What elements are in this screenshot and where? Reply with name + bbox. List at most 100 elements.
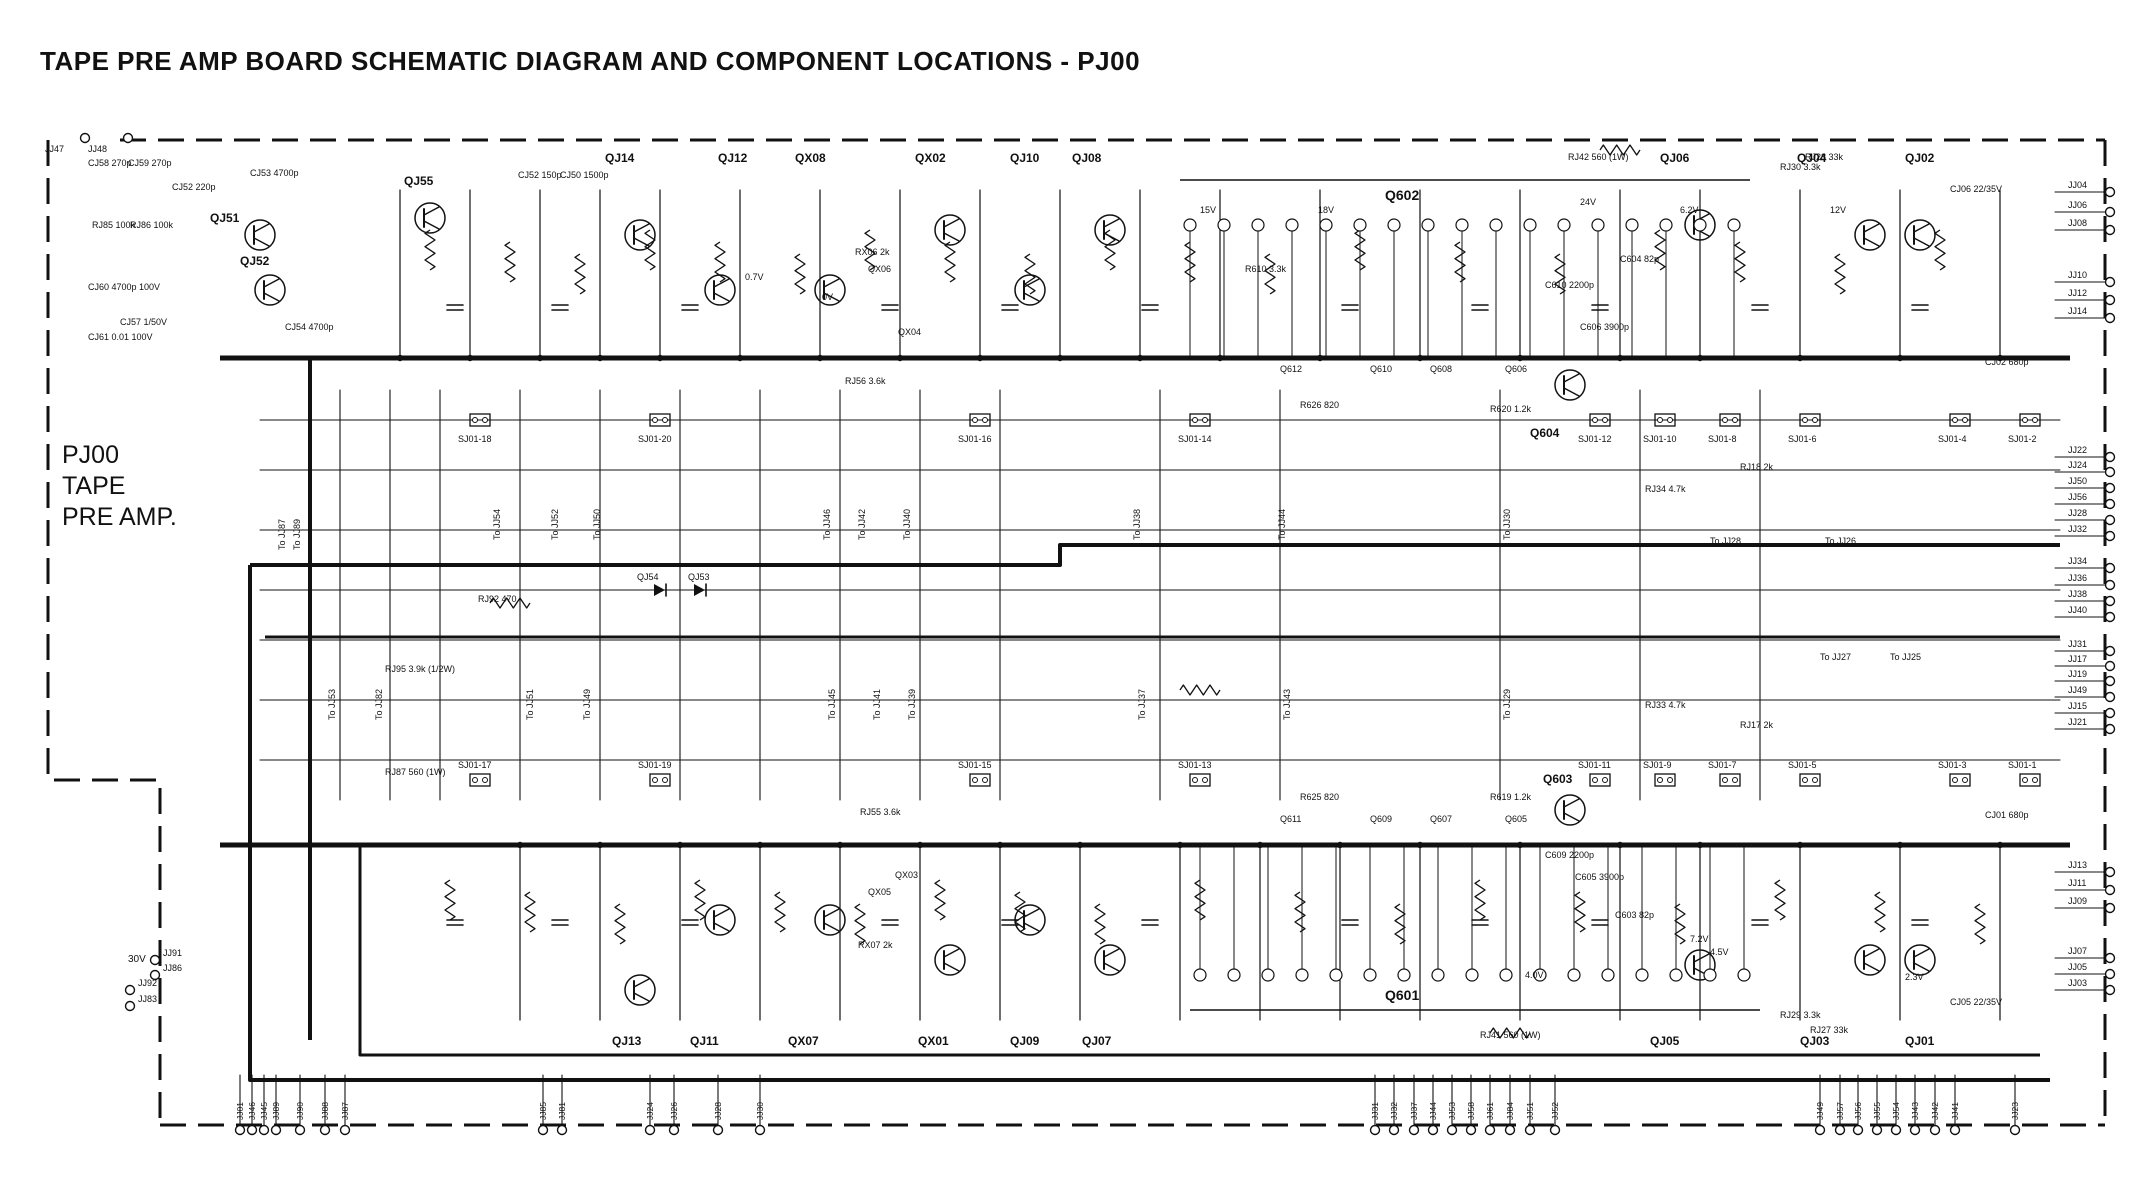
resistor-label-1: RJ41 560 (1W) (1480, 1030, 1541, 1040)
resistor-label-3: RJ95 3.9k (1/2W) (385, 664, 455, 674)
transistor-top-7 (1014, 274, 1046, 306)
junction-top-11 (1216, 354, 1224, 362)
page-title: TAPE PRE AMP BOARD SCHEMATIC DIAGRAM AND… (40, 46, 1141, 76)
switch-sj01-18 (472, 417, 478, 423)
connector-bottom-10 (668, 1124, 680, 1136)
connector-bottom-5 (319, 1124, 331, 1136)
transistor-bot-8 (1913, 962, 1930, 972)
connector-bottom-label-19: JJ61 (1485, 1102, 1495, 1120)
transistor-bot-3 (943, 962, 960, 972)
switch-label-9: SJ01-2 (2008, 434, 2037, 444)
connector-bottom-28 (1909, 1124, 1921, 1136)
resistor-top-2 (574, 253, 586, 295)
connector-bottom-label-12: JJ30 (755, 1102, 765, 1120)
resistor-top-8 (1024, 253, 1036, 295)
connector-bottom-23 (1814, 1124, 1826, 1136)
connector-right-label-11: JJ32 (2068, 524, 2087, 534)
switch-sj01-1 (2022, 777, 2028, 783)
switch-sj01-9 (1667, 777, 1673, 783)
connector-bottom-label-8: JJ81 (557, 1102, 567, 1120)
ic-q602-pin-5 (1353, 218, 1367, 232)
ic-q601-pin-15 (1703, 968, 1717, 982)
switch-sj01-12 (1589, 413, 1611, 427)
voltage-label-6: 4.0V (1525, 970, 1544, 980)
capacitor-label-9: CJ52 150p (518, 170, 562, 180)
resistor-label-14: R620 1.2k (1490, 404, 1532, 414)
switch-label-0: SJ01-18 (458, 434, 492, 444)
switch-sj01-5 (1812, 777, 1818, 783)
outline-left (46, 140, 162, 1125)
switch-sj01-19 (649, 773, 671, 787)
transistor-bot-5 (1103, 962, 1120, 972)
components (79, 132, 2116, 1136)
transistor-top-10 (1863, 237, 1880, 247)
switch-label-13: SJ01-13 (1178, 760, 1212, 770)
switch-sj01-8 (1719, 413, 1741, 427)
switch-sj01-12 (1592, 417, 1598, 423)
switch-sj01-1 (2019, 773, 2041, 787)
resistor-top-11 (1264, 253, 1276, 295)
wiring (220, 179, 2106, 1126)
connector-right-14 (2104, 595, 2116, 607)
wire-label-19: To JJ39 (907, 689, 917, 720)
connector-left-label-3: JJ86 (163, 963, 182, 973)
transistor-label-11: QJ52 (240, 254, 270, 268)
transistor-label-3: QX02 (915, 151, 946, 165)
connector-left-label-1: JJ48 (88, 144, 107, 154)
transistor-bot-4 (1023, 922, 1040, 932)
switch-sj01-13 (1189, 773, 1211, 787)
connector-right-11 (2104, 530, 2116, 542)
transistor-top-12 (1563, 373, 1580, 383)
transistor-top-12 (1554, 369, 1586, 401)
transistor-label-20: QJ03 (1800, 1034, 1830, 1048)
switch-sj01-7 (1719, 773, 1741, 787)
connector-right-label-14: JJ38 (2068, 589, 2087, 599)
ic-q601-pin-8 (1465, 968, 1479, 982)
diode-label-0: QJ54 (637, 572, 659, 582)
junction-bot-2 (676, 841, 684, 849)
ic-q602-pin-14 (1659, 218, 1673, 232)
connector-right-label-20: JJ15 (2068, 701, 2087, 711)
junction-top-3 (596, 354, 604, 362)
switch-sj01-8 (1732, 417, 1738, 423)
capacitor-label-3: CJ53 4700p (250, 168, 299, 178)
transistor-label-13: QJ13 (612, 1034, 642, 1048)
connector-bottom-label-22: JJ52 (1550, 1102, 1560, 1120)
connector-bottom-label-14: JJ32 (1389, 1102, 1399, 1120)
switch-sj01-2 (2019, 413, 2041, 427)
resistor-top-0 (424, 229, 436, 271)
transistor-top-9 (1684, 209, 1716, 241)
ic-q601-pin-1 (1227, 968, 1241, 982)
junction-top-12 (1316, 354, 1324, 362)
voltage-label-3: 24V (1580, 197, 1596, 207)
connector-right-1 (2104, 206, 2116, 218)
resistor-top-1 (504, 241, 516, 283)
transistor-top-3 (633, 223, 650, 233)
connector-bottom-label-25: JJ56 (1853, 1102, 1863, 1120)
wire-label-23: To JJ27 (1820, 652, 1851, 662)
resistor-bot-6 (934, 879, 946, 921)
connector-bottom-label-2: JJ45 (259, 1102, 269, 1120)
ground-rail-upper (250, 543, 2060, 567)
switch-sj01-10 (1654, 413, 1676, 427)
wire-label-4: To JJ50 (592, 509, 602, 540)
wire-label-13: To JJ53 (327, 689, 337, 720)
ic-q602-pin-7 (1421, 218, 1435, 232)
ic-q602-pin-1 (1217, 218, 1231, 232)
ic-q601-pin-16 (1737, 968, 1751, 982)
connector-right-label-15: JJ40 (2068, 605, 2087, 615)
connector-bottom-30 (1949, 1124, 1961, 1136)
connector-bottom-label-26: JJ55 (1872, 1102, 1882, 1120)
connector-left-5 (124, 1000, 136, 1012)
connector-bottom-4 (294, 1124, 306, 1136)
connector-right-label-7: JJ24 (2068, 460, 2087, 470)
capacitor-label-17: C605 3900p (1575, 872, 1624, 882)
capacitor-label-16: C606 3900p (1580, 322, 1629, 332)
diode-label-5: Q606 (1505, 364, 1527, 374)
resistor-label-5: RJ85 100k (92, 220, 136, 230)
connector-right-label-1: JJ06 (2068, 200, 2087, 210)
resistor-label-21: RX07 2k (858, 940, 893, 950)
resistor-top-16 (1734, 241, 1746, 283)
ground-rail-bottom (358, 845, 2040, 1057)
resistor-h-2 (489, 597, 531, 609)
